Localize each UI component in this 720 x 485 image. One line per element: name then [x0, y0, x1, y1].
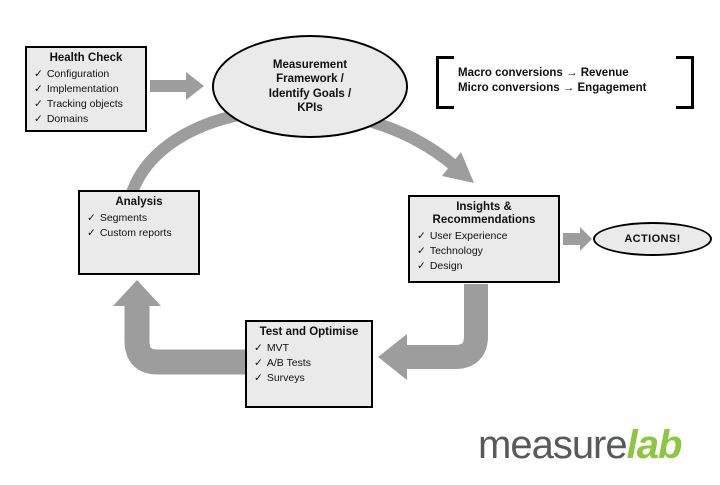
list-item: ✓ Tracking objects: [27, 97, 145, 112]
list-item-label: MVT: [266, 342, 289, 354]
checkmark-icon: ✓: [417, 260, 426, 272]
logo-lab-text: lab: [626, 423, 683, 467]
actions-label: ACTIONS!: [624, 233, 681, 245]
framework-line: Measurement: [272, 58, 348, 71]
checkmark-icon: ✓: [254, 372, 263, 384]
list-item-label: Segments: [99, 212, 148, 224]
checkmark-icon: ✓: [34, 83, 43, 95]
right-bracket-icon: [676, 56, 694, 109]
list-item: ✓ A/B Tests: [247, 356, 371, 371]
list-item: ✓ Surveys: [247, 371, 371, 386]
analysis-title: Analysis: [115, 196, 163, 208]
logo-measure-text: measure: [478, 423, 628, 467]
list-item: ✓ Configuration: [27, 67, 145, 82]
arrow-insights-to-actions-icon: [563, 227, 592, 251]
checkmark-icon: ✓: [34, 68, 43, 80]
list-item-label: User Experience: [429, 230, 508, 242]
test-optimise-title: Test and Optimise: [259, 326, 359, 338]
conversions-note-line: Micro conversions → Engagement: [458, 82, 647, 94]
list-item: ✓ Design: [410, 259, 558, 274]
checkmark-icon: ✓: [417, 230, 426, 242]
health-check-box: Health Check ✓ Configuration ✓ Implement…: [25, 46, 147, 132]
arrow-insights-to-test-head-icon: [378, 334, 407, 380]
list-item: ✓ Segments: [80, 211, 198, 226]
list-item-label: Design: [429, 260, 463, 272]
framework-ellipse: Measurement Framework / Identify Goals /…: [212, 35, 408, 138]
arrow-insights-to-test-icon: [407, 284, 488, 369]
checkmark-icon: ✓: [34, 98, 43, 110]
insights-title-line: Insights &: [456, 201, 512, 213]
list-item: ✓ User Experience: [410, 229, 558, 244]
list-item-label: Domains: [46, 113, 89, 125]
measurelab-logo: measurelab: [478, 423, 683, 468]
arrow-test-to-analysis-head-icon: [113, 280, 161, 306]
conversions-note: Macro conversions → Revenue Micro conver…: [436, 56, 694, 109]
list-item-label: Technology: [429, 245, 483, 257]
framework-line: Identify Goals /: [268, 87, 352, 100]
checkmark-icon: ✓: [254, 357, 263, 369]
test-optimise-box: Test and Optimise ✓ MVT ✓ A/B Tests ✓ Su…: [245, 320, 373, 408]
insights-title-line: Recommendations: [432, 214, 536, 226]
framework-line: Framework /: [276, 73, 344, 85]
checkmark-icon: ✓: [417, 245, 426, 257]
list-item-label: Custom reports: [99, 227, 172, 239]
arrow-health-to-framework-icon: [150, 72, 204, 100]
list-item-label: A/B Tests: [266, 357, 311, 369]
analysis-box: Analysis ✓ Segments ✓ Custom reports: [78, 190, 200, 275]
list-item: ✓ MVT: [247, 341, 371, 356]
checkmark-icon: ✓: [34, 113, 43, 125]
conversions-note-text: Macro conversions → Revenue Micro conver…: [454, 56, 647, 109]
conversions-note-line: Macro conversions → Revenue: [458, 67, 629, 79]
list-item: ✓ Custom reports: [80, 226, 198, 241]
arrow-cycle-band-head-icon: [442, 152, 474, 183]
health-check-title: Health Check: [49, 52, 123, 64]
list-item-label: Surveys: [266, 372, 305, 384]
list-item-label: Configuration: [46, 68, 110, 80]
left-bracket-icon: [436, 56, 454, 109]
list-item: ✓ Domains: [27, 112, 145, 127]
arrow-test-to-analysis-icon: [124, 306, 246, 375]
insights-recommendations-box: Insights & Recommendations ✓ User Experi…: [408, 195, 560, 283]
list-item-label: Tracking objects: [46, 98, 123, 110]
checkmark-icon: ✓: [87, 212, 96, 224]
checkmark-icon: ✓: [87, 227, 96, 239]
framework-line: KPIs: [297, 102, 323, 114]
list-item: ✓ Technology: [410, 244, 558, 259]
actions-ellipse: ACTIONS!: [593, 222, 712, 256]
checkmark-icon: ✓: [254, 342, 263, 354]
list-item-label: Implementation: [46, 83, 119, 95]
insights-title: Insights & Recommendations: [410, 197, 558, 229]
list-item: ✓ Implementation: [27, 82, 145, 97]
